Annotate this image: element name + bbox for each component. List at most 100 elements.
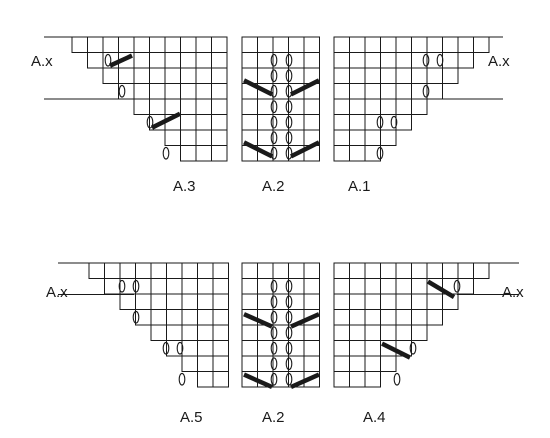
label-bottom-a2: A.2 <box>262 409 285 426</box>
chart-cell <box>211 36 228 53</box>
cable-bar <box>243 372 273 390</box>
chart-cell <box>457 52 474 69</box>
stitch-oval <box>285 131 293 145</box>
chart-cell <box>364 262 381 279</box>
chart-cell <box>166 293 183 310</box>
chart-cell <box>333 52 350 69</box>
chart-cell <box>197 355 214 372</box>
chart-cell <box>426 309 443 326</box>
chart-cell <box>442 67 459 84</box>
chart-cell <box>364 309 381 326</box>
chart-cell <box>380 129 397 146</box>
chart-cell <box>197 293 214 310</box>
chart-cell <box>364 98 381 115</box>
stitch-oval <box>270 357 278 371</box>
cable-bar <box>242 140 274 159</box>
chart-cell <box>349 278 366 295</box>
chart-cell <box>135 293 152 310</box>
chart-cell <box>364 145 381 162</box>
chart-cell <box>349 98 366 115</box>
chart-cell <box>473 262 490 279</box>
chart-cell <box>395 278 412 295</box>
chart-cell <box>133 52 150 69</box>
chart-cell <box>212 262 229 279</box>
chart-cell <box>166 278 183 295</box>
chart-cell <box>364 129 381 146</box>
stitch-oval <box>270 115 278 129</box>
chart-cell <box>349 114 366 131</box>
chart-cell <box>349 67 366 84</box>
stitch-oval <box>270 53 278 67</box>
chart-cell <box>197 340 214 357</box>
stitch-oval <box>285 115 293 129</box>
stitch-oval <box>104 53 112 67</box>
cable-bar <box>243 312 273 329</box>
chart-cell <box>333 145 350 162</box>
chart-cell <box>442 262 459 279</box>
chart-cell <box>303 278 320 295</box>
stitch-oval <box>162 146 170 160</box>
chart-cell <box>349 309 366 326</box>
chart-cell <box>364 293 381 310</box>
stitch-oval <box>270 84 278 98</box>
chart-cell <box>395 293 412 310</box>
chart-cell <box>426 83 443 100</box>
chart-cell <box>257 262 274 279</box>
stitch-oval <box>390 115 398 129</box>
chart-cell <box>164 129 181 146</box>
cable-bar <box>109 53 133 68</box>
chart-cell <box>333 98 350 115</box>
chart-cell <box>166 262 183 279</box>
stitch-oval <box>285 100 293 114</box>
stitch-oval <box>176 341 184 355</box>
chart-cell <box>119 293 136 310</box>
chart-cell <box>411 98 428 115</box>
stitch-oval <box>285 53 293 67</box>
cable-bar <box>380 341 412 360</box>
stitch-oval <box>270 131 278 145</box>
stitch-oval <box>118 84 126 98</box>
chart-cell <box>181 293 198 310</box>
chart-cell <box>349 145 366 162</box>
chart-cell <box>241 36 258 53</box>
stitch-oval <box>132 279 140 293</box>
chart-cell <box>195 98 212 115</box>
label-top-a1: A.1 <box>348 178 371 195</box>
chart-cell <box>333 83 350 100</box>
chart-cell <box>195 83 212 100</box>
chart-cell <box>104 262 121 279</box>
chart-cell <box>426 67 443 84</box>
chart-cell <box>333 293 350 310</box>
chart-cell <box>380 52 397 69</box>
chart-cell <box>181 324 198 341</box>
chart-cell <box>380 67 397 84</box>
stitch-oval <box>270 310 278 324</box>
chart-cell <box>119 262 136 279</box>
chart-cell <box>349 340 366 357</box>
chart-cell <box>411 309 428 326</box>
chart-cell <box>380 309 397 326</box>
chart-cell <box>212 340 229 357</box>
chart-cell <box>211 129 228 146</box>
chart-cell <box>197 324 214 341</box>
chart-cell <box>303 36 320 53</box>
label-bottom-right-ax: A.x <box>502 284 524 301</box>
chart-cell <box>150 278 167 295</box>
chart-cell <box>364 371 381 388</box>
chart-cell <box>364 83 381 100</box>
chart-cell <box>180 36 197 53</box>
chart-cell <box>118 36 135 53</box>
chart-cell <box>150 262 167 279</box>
chart-cell <box>166 309 183 326</box>
chart-cell <box>180 67 197 84</box>
chart-cell <box>241 52 258 69</box>
stitch-oval <box>285 84 293 98</box>
stitch-oval <box>146 115 154 129</box>
chart-cell <box>395 98 412 115</box>
chart-cell <box>149 52 166 69</box>
stitch-oval <box>422 53 430 67</box>
chart-cell <box>241 324 258 341</box>
chart-cell <box>180 129 197 146</box>
chart-cell <box>241 278 258 295</box>
